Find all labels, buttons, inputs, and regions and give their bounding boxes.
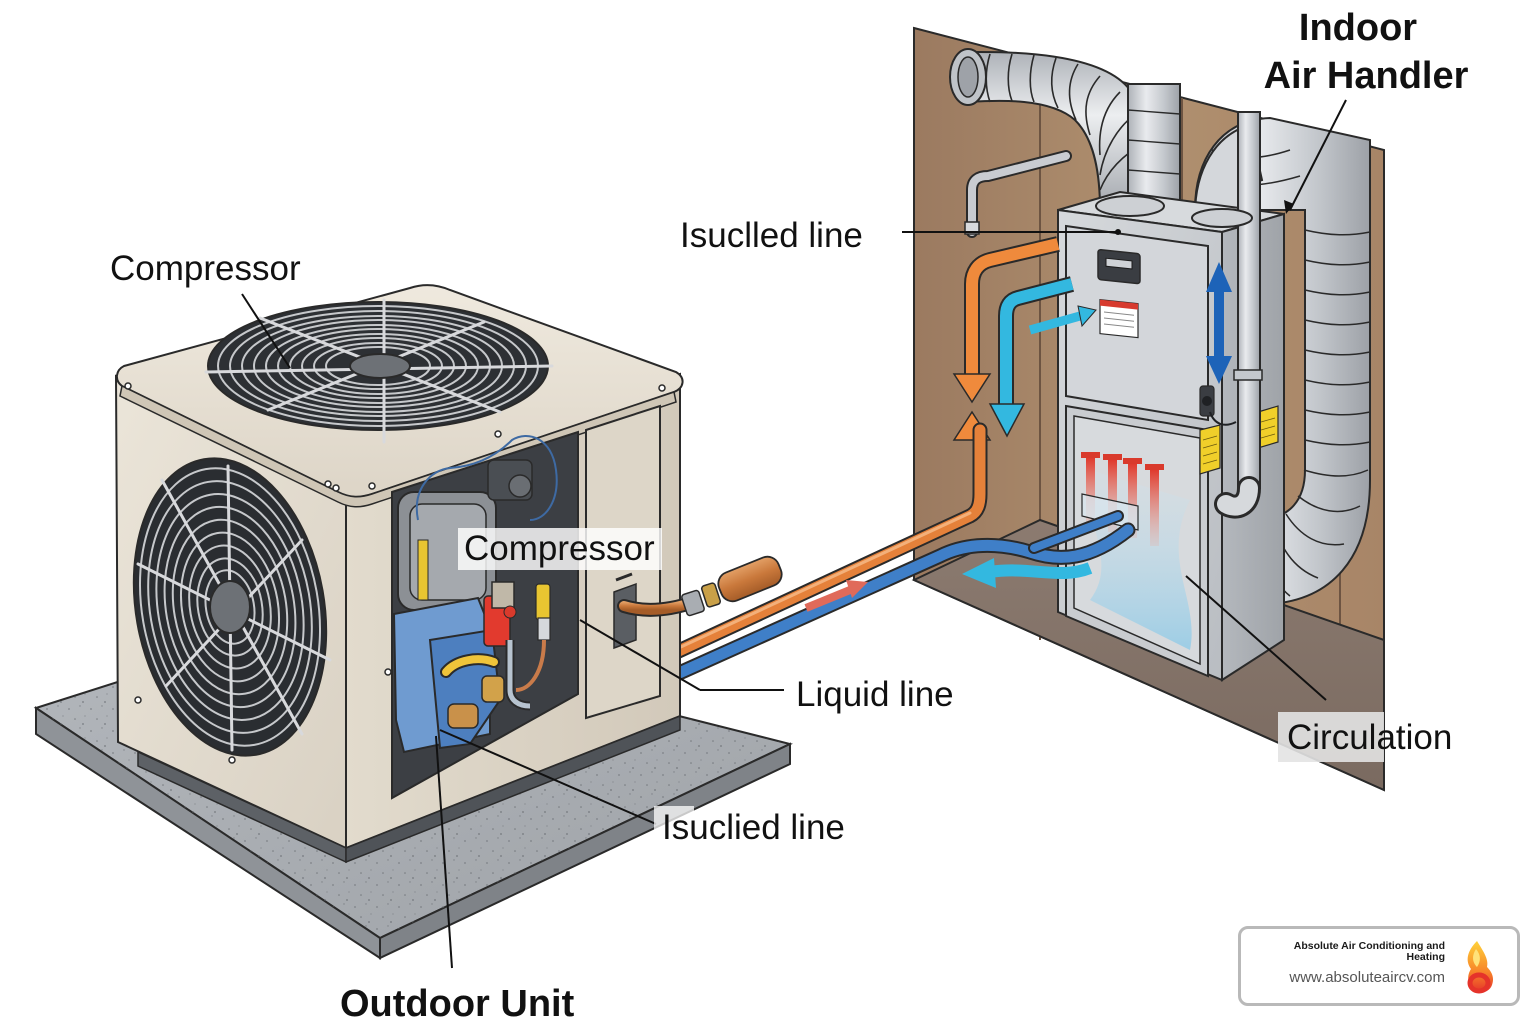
heating-elements bbox=[1081, 452, 1164, 546]
arrow-down-icon bbox=[952, 373, 992, 404]
labels: Indoor Air Handler Compressor Compressor… bbox=[110, 7, 1469, 1024]
compressor-label-inner: Compressor bbox=[464, 529, 655, 568]
liquid-line-label: Liquid line bbox=[796, 675, 954, 714]
flame-icon bbox=[1467, 941, 1494, 994]
hot-refrigerant-arrows bbox=[952, 236, 1060, 441]
leader-lines bbox=[241, 99, 1347, 969]
service-bay bbox=[391, 404, 661, 800]
circulation-double-arrow-icon bbox=[1206, 262, 1232, 384]
service-valve-fitting bbox=[617, 555, 783, 617]
warning-label bbox=[1099, 298, 1139, 339]
fan-hub bbox=[349, 353, 411, 379]
refrigerant-flow-arrow-icon bbox=[804, 580, 868, 612]
compressor-label-bg bbox=[458, 528, 662, 570]
insulated-line-label-top: Isuclled line bbox=[680, 216, 863, 255]
brand-card: Absolute Air Conditioning and Heating ww… bbox=[1238, 926, 1520, 1006]
side-fan-grille bbox=[132, 457, 332, 757]
insulated-line-label-bottom: Isuclied line bbox=[662, 808, 845, 847]
indoor-air-handler-title-line1: Indoor bbox=[1299, 7, 1417, 49]
circulation-label: Circulation bbox=[1287, 718, 1452, 757]
return-air-arrow-icon bbox=[962, 558, 1093, 588]
compressor-label-top: Compressor bbox=[110, 249, 301, 288]
circulation-label-bg bbox=[1278, 712, 1384, 762]
cool-air-arrows bbox=[988, 276, 1097, 438]
supply-duct bbox=[949, 48, 1181, 211]
indoor-air-handler-title-line2: Air Handler bbox=[1264, 55, 1469, 97]
outdoor-unit bbox=[114, 284, 783, 864]
outdoor-unit-label: Outdoor Unit bbox=[340, 983, 575, 1024]
top-fan-grille bbox=[204, 298, 554, 444]
brand-name: Absolute Air Conditioning and Heating bbox=[1293, 940, 1445, 963]
brand-url[interactable]: www.absoluteaircv.com bbox=[1289, 969, 1445, 986]
label-bg bbox=[654, 806, 694, 832]
fan-hub bbox=[209, 580, 251, 634]
